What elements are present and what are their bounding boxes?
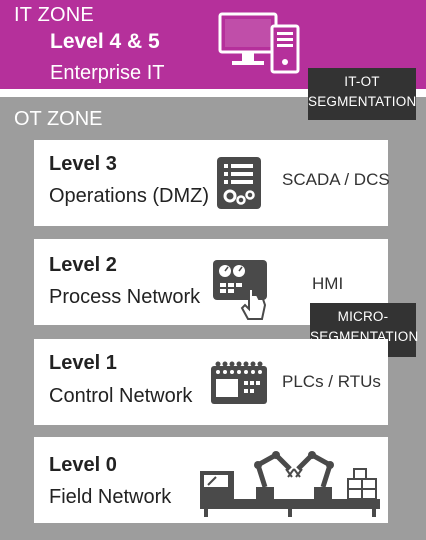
ot-zone-label: OT ZONE [14,108,103,130]
level-1-card: Level 1 Control Network PLCs / RTUs [34,339,388,425]
desktop-computer-icon [218,12,302,74]
micro-segmentation-line1: MICRO- [337,309,389,324]
it-ot-segmentation-badge: IT-OT SEGMENTATION [308,68,416,120]
card-level-label: Level 0 [49,454,117,476]
card-tag: PLCs / RTUs [282,372,381,391]
it-zone-label: IT ZONE [14,4,94,26]
card-level-label: Level 2 [49,254,117,276]
plc-controller-icon [210,361,268,405]
scada-gears-icon [216,156,262,210]
hmi-touchscreen-icon [212,259,270,325]
level-0-card: Level 0 Field Network [34,437,388,523]
card-tag: SCADA / DCS [282,170,390,189]
it-level-label: Level 4 & 5 [50,30,160,53]
robotic-assembly-line-icon [198,447,382,519]
level-3-card: Level 3 Operations (DMZ) SCADA / DCS [34,140,390,226]
card-level-name: Process Network [49,286,201,308]
card-level-label: Level 3 [49,153,117,175]
card-level-name: Field Network [49,486,172,508]
card-level-label: Level 1 [49,352,117,374]
it-level-name: Enterprise IT [50,62,165,84]
it-zone-band: IT ZONE Level 4 & 5 Enterprise IT [0,0,426,89]
card-level-name: Operations (DMZ) [49,185,210,207]
card-tag: HMI [312,274,344,293]
card-level-name: Control Network [49,385,193,407]
it-ot-segmentation-line2: SEGMENTATION [308,94,417,109]
it-ot-segmentation-line1: IT-OT [344,74,380,89]
